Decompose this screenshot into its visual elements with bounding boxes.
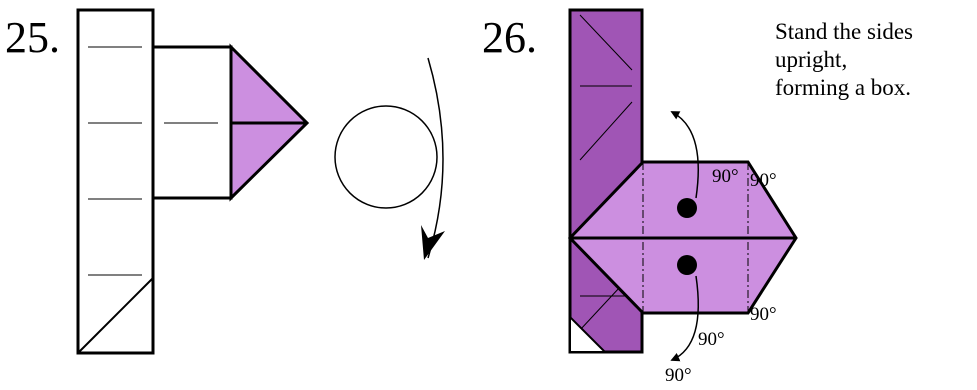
angle-label-bottom-right: 90°	[750, 304, 777, 325]
step-26-dot-top	[677, 198, 697, 218]
step-25-number: 25.	[5, 13, 60, 62]
step-26-white-corner	[569, 314, 608, 353]
step-26-number: 26.	[482, 13, 537, 62]
step-26-arrow-up	[670, 111, 699, 199]
step-26-arrow-down	[670, 275, 699, 362]
step-26: 26. 90° 90° 90° 90° 90°	[482, 8, 798, 386]
instruction-line-3: forming a box.	[775, 75, 912, 100]
turn-over-icon	[334, 105, 438, 209]
angle-label-bottom: 90°	[698, 329, 725, 350]
instruction-line-1: Stand the sides	[775, 19, 913, 44]
step-25-left-strip	[76, 8, 155, 355]
step-25: 25.	[5, 8, 445, 355]
angle-label-top-right: 90°	[750, 170, 777, 191]
instruction-line-2: upright,	[775, 47, 848, 72]
instruction-text: Stand the sides upright, forming a box.	[775, 18, 975, 102]
angle-label-arrow-end: 90°	[665, 365, 692, 386]
turn-over-arrow	[427, 57, 444, 259]
angle-label-top: 90°	[712, 166, 739, 187]
step-26-dot-bottom	[677, 255, 697, 275]
